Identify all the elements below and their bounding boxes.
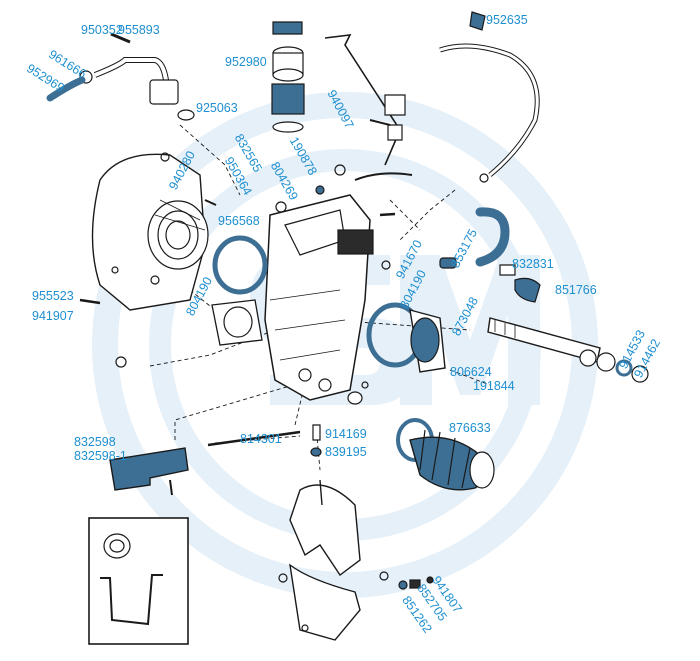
part-950352-label[interactable]: 950352 bbox=[81, 23, 123, 37]
line-art bbox=[46, 11, 649, 645]
part-952980-label[interactable]: 952980 bbox=[225, 55, 267, 69]
part-806624-label[interactable]: 806624 bbox=[450, 365, 492, 379]
part-832598-1-label[interactable]: 832598-1 bbox=[74, 449, 127, 463]
part-914169-label[interactable]: 914169 bbox=[325, 427, 367, 441]
part-814301-label[interactable]: 814301 bbox=[240, 432, 282, 446]
part-955893-label[interactable]: 955893 bbox=[118, 23, 160, 37]
part-851766-label[interactable]: 851766 bbox=[555, 283, 597, 297]
part-876633-label[interactable]: 876633 bbox=[449, 421, 491, 435]
part-941907-label[interactable]: 941907 bbox=[32, 309, 74, 323]
part-832598-label[interactable]: 832598 bbox=[74, 435, 116, 449]
part-832831-label[interactable]: 832831 bbox=[512, 257, 554, 271]
part-191844-label[interactable]: 191844 bbox=[473, 379, 515, 393]
part-952635-label[interactable]: 952635 bbox=[486, 13, 528, 27]
part-839195-label[interactable]: 839195 bbox=[325, 445, 367, 459]
part-956568-label[interactable]: 956568 bbox=[218, 214, 260, 228]
part-925063-label[interactable]: 925063 bbox=[196, 101, 238, 115]
part-955523-label[interactable]: 955523 bbox=[32, 289, 74, 303]
